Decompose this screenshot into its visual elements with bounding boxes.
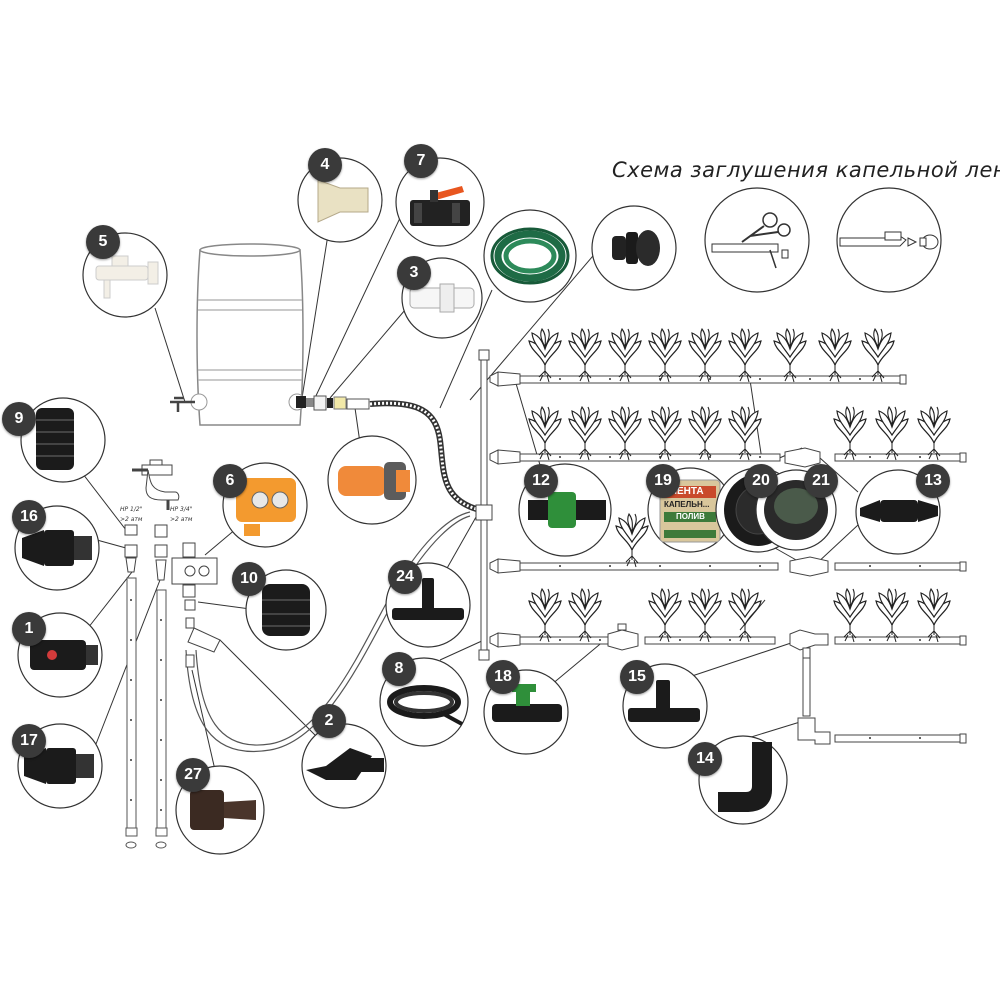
callout-badge-6: 6 (213, 464, 247, 498)
product-19-text-1: ЛЕНТА (670, 486, 704, 497)
callout-badge-13: 13 (916, 464, 950, 498)
timer-assembly (171, 542, 221, 668)
tape-holes (559, 378, 921, 739)
callout-badge-14: 14 (688, 742, 722, 776)
left-pressure-label: >2 атм (120, 516, 143, 523)
left-thread-label: НР 1/2" (120, 506, 143, 513)
water-barrel (170, 243, 306, 426)
right-pressure-label: >2 атм (170, 516, 193, 523)
part-10-coupling (245, 569, 327, 651)
part-9-coupling (20, 397, 106, 483)
callout-badge-3: 3 (397, 256, 431, 290)
tape-fold-plug-illustration (836, 187, 942, 293)
product-19-text-2: КАПЕЛЬН... (664, 500, 710, 509)
diagram-title: Схема заглушения капельной ленты (612, 158, 1000, 182)
callout-badge-20: 20 (744, 464, 778, 498)
callout-badge-5: 5 (86, 225, 120, 259)
callout-badge-9: 9 (2, 402, 36, 436)
callout-badge-7: 7 (404, 144, 438, 178)
callout-badge-15: 15 (620, 660, 654, 694)
callout-badge-24: 24 (388, 560, 422, 594)
part-orange-hose-connector (327, 435, 417, 525)
callout-badge-18: 18 (486, 660, 520, 694)
tape-start-connectors (489, 371, 521, 648)
callout-badge-8: 8 (382, 652, 416, 686)
water-tap (132, 459, 180, 510)
part-green-hose-coil (483, 209, 577, 303)
callout-badge-10: 10 (232, 562, 266, 596)
part-2-filter (301, 723, 387, 809)
part-end-plug (591, 205, 677, 291)
product-19-text-3: ПОЛИВ (676, 512, 705, 521)
part-7-ball-valve (395, 157, 485, 247)
left-drip-tubes (124, 524, 168, 849)
callout-badge-16: 16 (12, 500, 46, 534)
main-header-pipe (475, 349, 493, 661)
callout-badge-21: 21 (804, 464, 838, 498)
callout-badge-27: 27 (176, 758, 210, 792)
callout-badge-2: 2 (312, 704, 346, 738)
callout-badge-17: 17 (12, 724, 46, 758)
callout-badge-12: 12 (524, 464, 558, 498)
emitter-holes (130, 599, 162, 811)
callout-badge-4: 4 (308, 148, 342, 182)
supply-hose (185, 515, 471, 752)
tape-cutting-illustration (704, 187, 810, 293)
part-27-hose-adapter (175, 765, 265, 855)
callout-badge-19: 19 (646, 464, 680, 498)
part-19-drip-tape-roll (647, 467, 733, 553)
tape-end-plugs (899, 374, 967, 744)
right-thread-label: НР 3/4" (170, 506, 193, 513)
barrel-outlet-fittings (306, 395, 370, 411)
callout-badge-1: 1 (12, 612, 46, 646)
inline-fittings (607, 447, 831, 745)
